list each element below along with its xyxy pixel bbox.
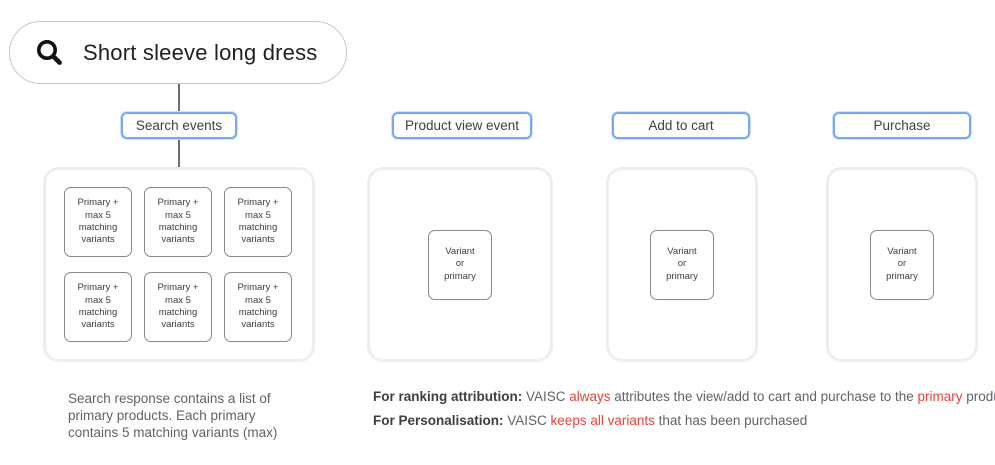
search-bar[interactable]: Short sleeve long dress (9, 21, 347, 84)
event-label-text: Search events (135, 118, 223, 133)
primary-product-card: Primary + max 5 matching variants (64, 272, 132, 342)
container-search-events: Primary + max 5 matching variants Primar… (43, 167, 315, 362)
primary-product-card: Primary + max 5 matching variants (64, 187, 132, 257)
variant-card: Variant or primary (870, 229, 934, 300)
search-query-text: Short sleeve long dress (83, 39, 318, 65)
container-purchase: Variant or primary (826, 167, 978, 362)
primary-product-card: Primary + max 5 matching variants (224, 187, 292, 257)
notes-attribution: For ranking attribution: VAISC always at… (373, 389, 995, 437)
container-product-view: Variant or primary (367, 167, 553, 362)
primary-product-card: Primary + max 5 matching variants (144, 272, 212, 342)
event-label-text: Add to cart (648, 118, 714, 133)
note-ranking-attribution: For ranking attribution: VAISC always at… (373, 389, 995, 404)
search-icon (37, 40, 62, 65)
connector-line-bottom (178, 138, 180, 168)
event-label-text: Product view event (404, 118, 520, 133)
container-add-to-cart: Variant or primary (606, 167, 758, 362)
connector-line-top (178, 84, 180, 112)
note-search-response: Search response contains a list of prima… (68, 391, 278, 440)
event-label-add-to-cart: Add to cart (612, 112, 750, 139)
primary-product-card: Primary + max 5 matching variants (144, 187, 212, 257)
variant-card: Variant or primary (650, 229, 714, 300)
event-label-text: Purchase (873, 118, 931, 133)
variant-card: Variant or primary (428, 229, 492, 300)
event-label-product-view: Product view event (392, 112, 532, 139)
note-personalisation: For Personalisation: VAISC keeps all var… (373, 413, 808, 428)
event-label-purchase: Purchase (833, 112, 971, 139)
event-label-search-events: Search events (121, 112, 237, 139)
primary-product-card: Primary + max 5 matching variants (224, 272, 292, 342)
